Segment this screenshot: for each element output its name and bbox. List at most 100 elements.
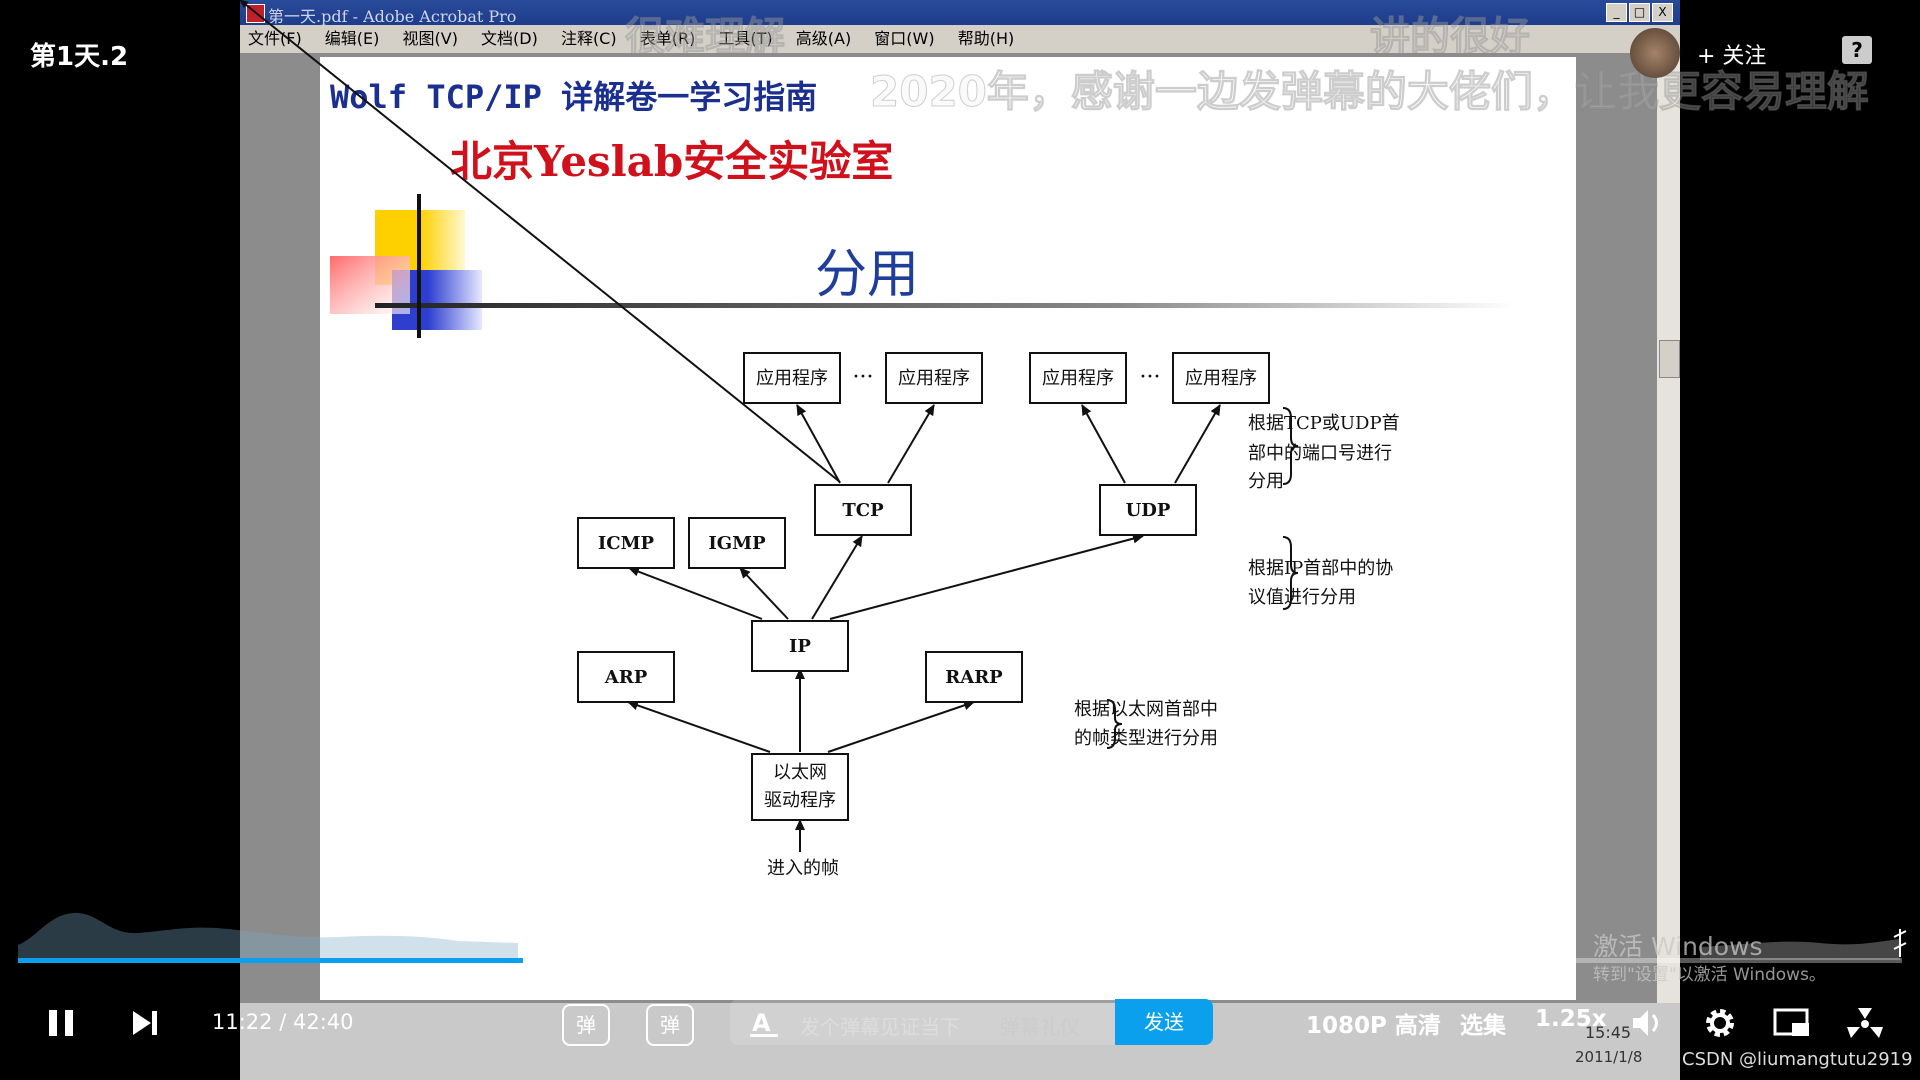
menubar: 文件(F) 编辑(E) 视图(V) 文档(D) 注释(C) 表单(R) 工具(T… xyxy=(240,25,1680,53)
arrow-udp-app4 xyxy=(1174,404,1221,484)
icmp-label: ICMP xyxy=(598,533,655,554)
progress-track[interactable] xyxy=(18,958,1902,963)
slide-title: 分用 xyxy=(815,245,920,305)
arrow-ip-tcp xyxy=(811,535,863,620)
rarp-label: RARP xyxy=(945,667,1003,688)
arrow-ip-icmp xyxy=(628,566,763,620)
arrow-ip-igmp xyxy=(739,567,789,620)
close-button[interactable]: X xyxy=(1652,3,1673,22)
danmaku-input[interactable] xyxy=(730,999,1130,1045)
svg-text:A: A xyxy=(752,1009,771,1037)
ip-box xyxy=(751,620,849,672)
speed-button[interactable]: 1.25x xyxy=(1535,1006,1607,1032)
menu-edit[interactable]: 编辑(E) xyxy=(324,29,380,48)
app-box-2 xyxy=(885,352,983,404)
note-frame-line2: 的帧类型进行分用 xyxy=(1074,728,1218,749)
arrow-udp-app3 xyxy=(1081,404,1126,484)
udp-box xyxy=(1099,484,1197,536)
app-box-4 xyxy=(1172,352,1270,404)
menu-view[interactable]: 视图(V) xyxy=(402,29,458,48)
lab-name: 北京Yeslab安全实验室 xyxy=(450,137,894,186)
danmaku-message-1: 很难理解 xyxy=(625,14,786,61)
arp-box xyxy=(577,651,675,703)
app-label-3: 应用程序 xyxy=(1042,368,1114,389)
brace-frame xyxy=(1106,699,1123,749)
csdn-credit: CSDN @liumangtutu2919 xyxy=(1682,1049,1913,1070)
taskbar-clock-time: 15:45 xyxy=(1585,1023,1632,1042)
app-label-2: 应用程序 xyxy=(898,368,970,389)
uploader-avatar[interactable] xyxy=(1630,28,1680,78)
arrow-eth-arp xyxy=(627,700,771,753)
igmp-label: IGMP xyxy=(708,533,766,554)
picture-in-picture-icon[interactable] xyxy=(1772,1006,1812,1040)
slide-header: Wolf TCP/IP 详解卷一学习指南 xyxy=(330,78,818,116)
scrollbar-thumb[interactable] xyxy=(1659,340,1680,378)
menu-advanced[interactable]: 高级(A) xyxy=(795,29,852,48)
tcp-box xyxy=(814,484,912,536)
volume-icon[interactable] xyxy=(1630,1006,1666,1040)
menu-window[interactable]: 窗口(W) xyxy=(874,29,935,48)
danmaku-etiquette-link[interactable]: 弹幕礼仪 xyxy=(1000,1015,1080,1039)
note-port-line2: 部中的端口号进行 xyxy=(1248,443,1392,464)
danmaku-placeholder: 发个弹幕见证当下 xyxy=(800,1015,960,1039)
screen-recording[interactable]: 第一天.pdf - Adobe Acrobat Pro _ □ X 文件(F) … xyxy=(240,0,1680,1080)
note-protocol-line2: 议值进行分用 xyxy=(1248,587,1356,608)
heatmap-waveform-right xyxy=(1700,939,1900,960)
acrobat-titlebar xyxy=(240,0,1680,25)
menu-comments[interactable]: 注释(C) xyxy=(560,29,617,48)
arrow-ip-udp xyxy=(829,533,1144,620)
arp-label: ARP xyxy=(604,667,648,688)
divider-line xyxy=(375,303,1515,308)
udp-label: UDP xyxy=(1126,500,1171,521)
vertical-scrollbar[interactable] xyxy=(1657,53,1680,1003)
follow-button[interactable]: + 关注 xyxy=(1697,44,1767,69)
menu-file[interactable]: 文件(F) xyxy=(248,29,302,48)
danmaku-message-3: 2020年，感谢一边发弹幕的大佬们，让我更容易理解 xyxy=(870,67,1870,117)
heatmap-waveform xyxy=(18,912,518,960)
igmp-box xyxy=(688,517,786,569)
maximize-button[interactable]: □ xyxy=(1629,3,1650,22)
menu-document[interactable]: 文档(D) xyxy=(481,29,538,48)
danmaku-settings-button[interactable]: 弹 xyxy=(646,1004,694,1046)
total-time: 42:40 xyxy=(292,1010,354,1034)
window-title: 第一天.pdf - Adobe Acrobat Pro xyxy=(268,7,517,26)
send-button[interactable]: 发送 xyxy=(1115,999,1213,1045)
danmaku-toggle-label: 弹 xyxy=(576,1013,596,1037)
next-episode-icon[interactable] xyxy=(130,1008,160,1038)
ethernet-label-line1: 以太网 xyxy=(773,762,827,783)
recorded-taskbar xyxy=(240,1003,1680,1080)
menu-forms[interactable]: 表单(R) xyxy=(639,29,696,48)
note-port-line3: 分用 xyxy=(1248,471,1284,492)
incoming-frames-label: 进入的帧 xyxy=(767,858,839,879)
icmp-box xyxy=(577,517,675,569)
ip-label: IP xyxy=(789,636,811,657)
windows-activation-hint: 转到"设置"以激活 Windows。 xyxy=(1593,965,1826,985)
brace-port xyxy=(1282,407,1299,485)
episodes-button[interactable]: 选集 xyxy=(1460,1013,1506,1039)
danmaku-style-icon[interactable]: A xyxy=(748,1008,780,1038)
minimize-button[interactable]: _ xyxy=(1606,3,1627,22)
pdf-page xyxy=(320,57,1576,1000)
fullscreen-icon[interactable] xyxy=(1845,1005,1885,1041)
menu-tools[interactable]: 工具(T) xyxy=(718,29,773,48)
rarp-box xyxy=(925,651,1023,703)
progress-fill[interactable] xyxy=(18,958,523,963)
tcp-label: TCP xyxy=(842,500,884,521)
brace-protocol xyxy=(1282,536,1299,610)
arrow-tcp-app2 xyxy=(887,404,935,484)
quality-button[interactable]: 1080P 高清 xyxy=(1306,1013,1441,1039)
ethernet-label-line2: 驱动程序 xyxy=(764,790,836,811)
danmaku-toggle-button[interactable]: 弹 xyxy=(562,1004,610,1046)
arrow-tcp-app1 xyxy=(796,404,841,484)
note-frame-line1: 根据以太网首部中 xyxy=(1074,699,1218,720)
demux-diagram-body: 应用程序 应用程序 应用程序 应用程序 ··· ··· TCP UDP ICMP… xyxy=(577,352,1400,879)
help-button[interactable]: ? xyxy=(1842,36,1872,64)
time-display: 11:22 / 42:40 xyxy=(212,1010,354,1034)
ellipsis-left: ··· xyxy=(853,365,874,390)
arrow-eth-rarp xyxy=(827,700,975,753)
settings-gear-icon[interactable] xyxy=(1702,1005,1738,1041)
menu-help[interactable]: 帮助(H) xyxy=(957,29,1015,48)
pause-icon[interactable] xyxy=(46,1008,76,1038)
video-title: 第1天.2 xyxy=(30,42,129,72)
danmaku-message-2: 讲的很好 xyxy=(1370,14,1531,61)
